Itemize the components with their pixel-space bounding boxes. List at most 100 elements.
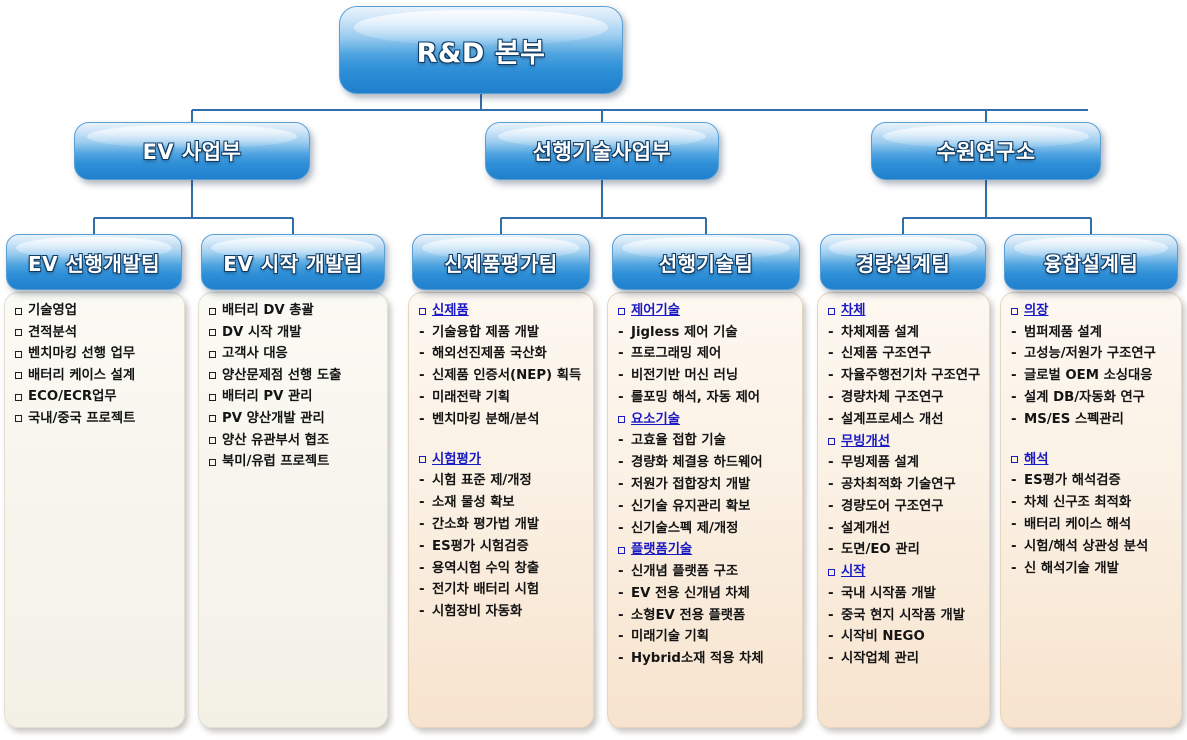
team-header-3[interactable]: 선행기술팀 <box>612 234 800 290</box>
dash-bullet-icon: - <box>828 519 834 536</box>
list-item: 국내/중국 프로젝트 <box>15 412 176 425</box>
list-item: -기술융합 제품 개발 <box>419 324 585 340</box>
dash-bullet-icon: - <box>1011 559 1017 576</box>
list-spacer <box>419 435 585 445</box>
division-node-ev[interactable]: EV 사업부 <box>74 122 310 180</box>
item-text: 소재 물성 확보 <box>432 495 515 511</box>
dash-bullet-icon: - <box>618 388 624 405</box>
item-text: 차체제품 설계 <box>841 324 920 340</box>
list-item: -해외선진제품 국산화 <box>419 347 585 361</box>
square-bullet-icon <box>15 348 28 361</box>
list-item: -배터리 케이스 해석 <box>1011 518 1173 532</box>
dash-bullet-icon: - <box>618 584 624 601</box>
dash-bullet-icon: - <box>618 650 624 667</box>
list-item: 배터리 DV 총괄 <box>209 304 379 317</box>
team-header-0[interactable]: EV 선행개발팀 <box>6 234 182 290</box>
square-bullet-icon <box>1011 305 1024 318</box>
item-text: 도면/EO 관리 <box>841 542 920 558</box>
item-text: 시험장비 자동화 <box>432 604 523 620</box>
list-item: -ES평가 해석검증 <box>1011 474 1173 488</box>
item-text: 기술융합 제품 개발 <box>432 324 540 340</box>
item-text: 차체 신구조 최적화 <box>1024 495 1132 511</box>
list-item: -고성능/저원가 구조연구 <box>1011 347 1173 361</box>
list-item: -비전기반 머신 러닝 <box>618 369 794 383</box>
list-item: -전기차 배터리 시험 <box>419 583 585 597</box>
list-item: -시험 표준 제/개정 <box>419 474 585 488</box>
team-header-2[interactable]: 신제품평가팀 <box>412 234 590 290</box>
dash-bullet-icon: - <box>1011 367 1017 384</box>
item-text: 범퍼제품 설계 <box>1024 324 1103 340</box>
dash-bullet-icon: - <box>828 345 834 362</box>
division-node-suwon-lab[interactable]: 수원연구소 <box>871 122 1101 180</box>
team-header-label: 선행기술팀 <box>658 251 754 276</box>
list-item: 양산문제점 선행 도출 <box>209 368 379 382</box>
dash-bullet-icon: - <box>618 519 624 536</box>
item-text: 경량도어 구조연구 <box>841 498 944 514</box>
list-item: -설계개선 <box>828 519 981 536</box>
list-item: 북미/유럽 프로젝트 <box>209 455 379 468</box>
dash-bullet-icon: - <box>419 581 425 598</box>
team-header-5[interactable]: 융합설계팀 <box>1004 234 1178 290</box>
list-item: -프로그래밍 제어 <box>618 347 794 361</box>
dash-bullet-icon: - <box>828 628 834 645</box>
list-item: -저원가 접합장치 개발 <box>618 475 794 492</box>
list-item: -ES평가 시험검증 <box>419 539 585 554</box>
square-bullet-icon <box>618 414 631 427</box>
item-text: Jigless 제어 기술 <box>631 324 738 340</box>
group-heading: 해석 <box>1011 453 1173 466</box>
team-header-label: EV 시작 개발팀 <box>223 251 363 276</box>
item-text: 제어기술 <box>631 303 680 318</box>
list-item: 양산 유관부서 협조 <box>209 433 379 448</box>
item-text: 신기술스펙 제/개정 <box>631 520 739 536</box>
square-bullet-icon <box>828 566 841 579</box>
dash-bullet-icon: - <box>828 541 834 558</box>
list-item: -미래전략 기획 <box>419 388 585 405</box>
item-text: EV 전용 신개념 차체 <box>631 585 750 601</box>
item-text: 벤치마킹 분해/분석 <box>432 411 540 427</box>
dash-bullet-icon: - <box>1011 345 1017 362</box>
item-text: 북미/유럽 프로젝트 <box>222 454 330 470</box>
item-text: 고객사 대응 <box>222 346 288 362</box>
dash-bullet-icon: - <box>828 650 834 667</box>
dash-bullet-icon: - <box>618 475 624 492</box>
list-item: ECO/ECR업무 <box>15 390 176 404</box>
dash-bullet-icon: - <box>419 345 425 362</box>
group-heading: 의장 <box>1011 304 1173 317</box>
item-text: 롤포밍 해석, 자동 제어 <box>631 389 761 405</box>
org-root-node[interactable]: R&D 본부 <box>339 6 623 94</box>
team-item-list: 차체-차체제품 설계-신제품 구조연구-자율주행전기차 구조연구-경량차체 구조… <box>828 304 981 666</box>
item-text: 전기차 배터리 시험 <box>432 582 540 598</box>
item-text: 경량차체 구조연구 <box>841 389 944 405</box>
list-item: -차체 신구조 최적화 <box>1011 496 1173 510</box>
group-heading: 시작 <box>828 565 981 578</box>
division-node-advanced-tech[interactable]: 선행기술사업부 <box>485 122 719 180</box>
item-text: 설계프로세스 개선 <box>841 411 944 427</box>
division-label: EV 사업부 <box>142 140 242 164</box>
square-bullet-icon <box>419 454 432 467</box>
square-bullet-icon <box>209 435 222 448</box>
list-item: -EV 전용 신개념 차체 <box>618 584 794 601</box>
list-item: -용역시험 수익 창출 <box>419 561 585 576</box>
dash-bullet-icon: - <box>1011 516 1017 533</box>
group-heading: 플랫폼기술 <box>618 543 794 557</box>
item-text: 고성능/저원가 구조연구 <box>1024 346 1156 362</box>
list-item: -시험/해석 상관성 분석 <box>1011 539 1173 554</box>
item-text: 저원가 접합장치 개발 <box>631 476 751 492</box>
list-item: -신 해석기술 개발 <box>1011 559 1173 576</box>
item-text: 글로벌 OEM 소싱대응 <box>1024 368 1153 384</box>
list-item: -신제품 구조연구 <box>828 347 981 361</box>
dash-bullet-icon: - <box>419 603 425 620</box>
division-label: 선행기술사업부 <box>532 140 672 164</box>
list-item: -시작업체 관리 <box>828 652 981 666</box>
list-item: -자율주행전기차 구조연구 <box>828 369 981 383</box>
list-item: 기술영업 <box>15 304 176 317</box>
item-text: 고효율 접합 기술 <box>631 433 726 449</box>
dash-bullet-icon: - <box>419 388 425 405</box>
item-text: 공차최적화 기술연구 <box>841 476 956 492</box>
square-bullet-icon <box>209 413 222 426</box>
team-header-1[interactable]: EV 시작 개발팀 <box>201 234 385 290</box>
dash-bullet-icon: - <box>618 367 624 384</box>
team-header-4[interactable]: 경량설계팀 <box>820 234 986 290</box>
dash-bullet-icon: - <box>618 345 624 362</box>
